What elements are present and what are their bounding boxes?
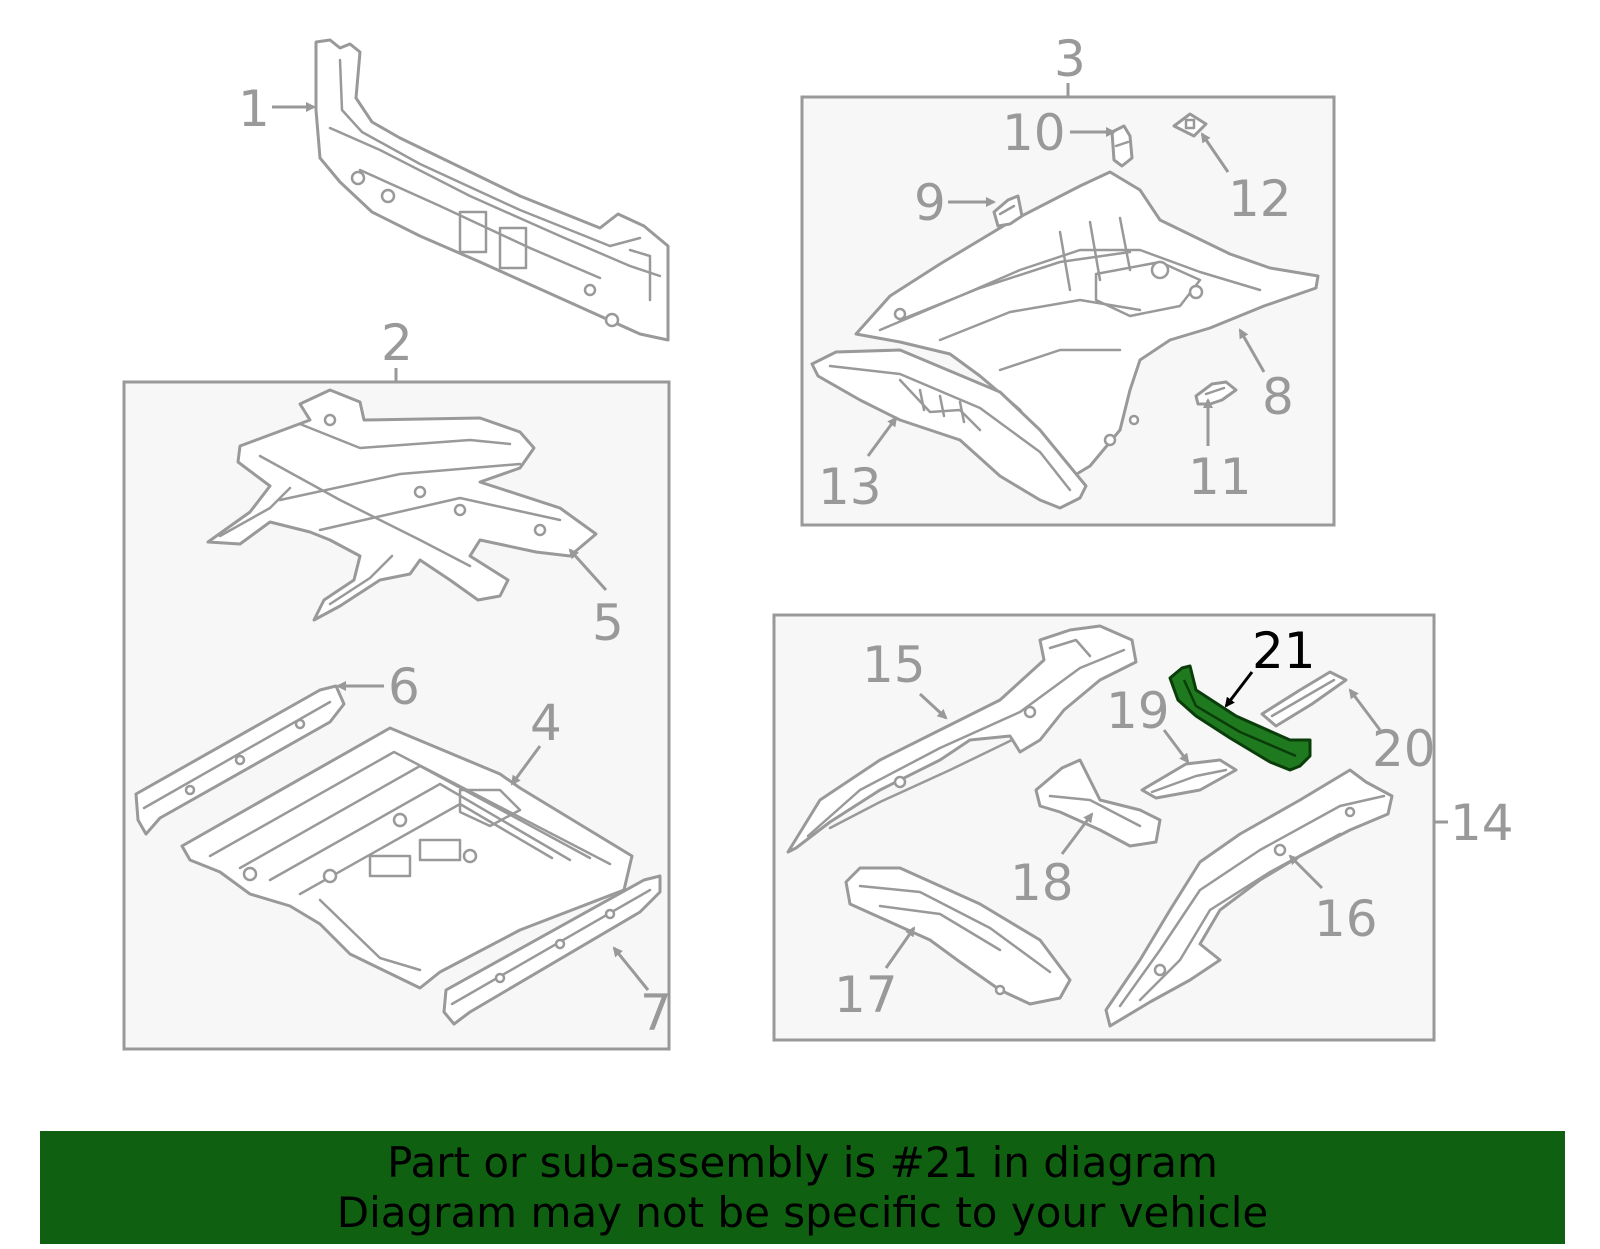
part-5-crossmember <box>206 388 598 622</box>
info-banner: Part or sub-assembly is #21 in diagram D… <box>40 1131 1565 1244</box>
callout-9: 9 <box>914 174 946 232</box>
part-9-bracket <box>992 194 1024 228</box>
part-12-bracket <box>1172 112 1208 138</box>
part-21-crossmember-highlighted <box>1168 664 1312 772</box>
callout-8: 8 <box>1262 368 1294 426</box>
callout-7: 7 <box>640 984 672 1042</box>
part-16-side-member <box>1104 768 1394 1028</box>
callout-1: 1 <box>238 80 270 138</box>
callout-10: 10 <box>1002 104 1066 162</box>
leader-lines <box>272 102 1382 991</box>
part-19-bracket <box>1140 758 1238 800</box>
part-18-bracket <box>1034 758 1162 848</box>
part-6-side-rail <box>134 684 346 836</box>
banner-line-2: Diagram may not be specific to your vehi… <box>336 1187 1269 1237</box>
callout-13: 13 <box>818 458 882 516</box>
part-15-side-member <box>786 624 1138 854</box>
callout-3: 3 <box>1054 30 1086 88</box>
banner-line-1: Part or sub-assembly is #21 in diagram <box>387 1137 1218 1187</box>
part-20-bracket <box>1260 670 1348 728</box>
part-7-side-sill <box>442 874 662 1026</box>
callout-18: 18 <box>1010 854 1074 912</box>
callout-11: 11 <box>1188 448 1252 506</box>
callout-19: 19 <box>1106 682 1170 740</box>
part-17-extension <box>844 866 1072 1006</box>
part-13-rear-cross-panel <box>810 348 1088 510</box>
callout-5: 5 <box>592 594 624 652</box>
part-1-rear-panel <box>314 38 670 342</box>
callout-12: 12 <box>1228 170 1292 228</box>
callout-14: 14 <box>1450 794 1514 852</box>
callout-20: 20 <box>1372 720 1436 778</box>
callout-21: 21 <box>1252 622 1316 680</box>
callout-4: 4 <box>530 694 562 752</box>
callout-17: 17 <box>834 966 898 1024</box>
part-10-bracket <box>1110 124 1134 168</box>
callout-15: 15 <box>862 636 926 694</box>
callout-2: 2 <box>381 314 413 372</box>
callout-16: 16 <box>1314 890 1378 948</box>
callout-6: 6 <box>388 658 420 716</box>
part-4-front-floor <box>180 726 634 990</box>
